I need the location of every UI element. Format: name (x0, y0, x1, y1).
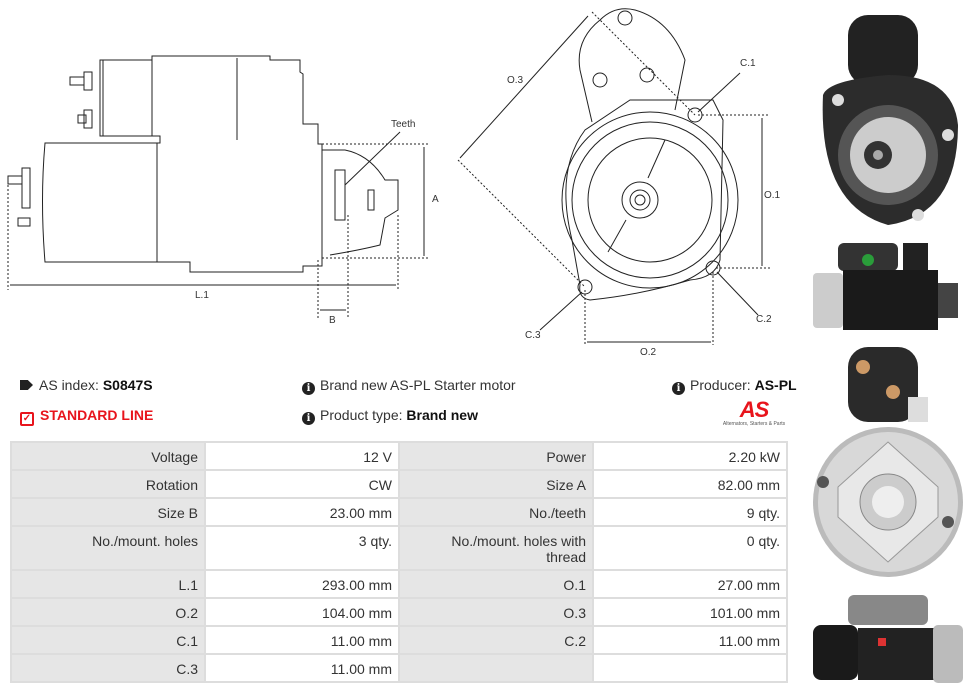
spec-label: O.3 (398, 597, 594, 627)
spec-value: 293.00 mm (204, 569, 400, 599)
info-icon: i (302, 382, 315, 395)
dimension-c3-label: C.3 (525, 330, 541, 341)
spec-value: 11.00 mm (592, 625, 788, 655)
dimension-o2-label: O.2 (640, 347, 657, 358)
product-type-value: Brand new (406, 407, 478, 423)
dimension-c1-label: C.1 (740, 58, 756, 69)
spec-value: 12 V (204, 441, 400, 471)
spec-label: No./mount. holes (10, 525, 206, 571)
spec-label: C.3 (10, 653, 206, 683)
front-view-diagram (457, 8, 770, 345)
side-view-diagram (7, 55, 428, 318)
spec-label: O.1 (398, 569, 594, 599)
dimension-o1-label: O.1 (764, 190, 781, 201)
dimension-b-label: B (329, 315, 336, 326)
producer-value: AS-PL (754, 377, 797, 393)
spec-label: O.2 (10, 597, 206, 627)
as-index-value: S0847S (102, 377, 153, 393)
spec-label: Rotation (10, 469, 206, 499)
description: i Brand new AS-PL Starter motor (302, 377, 516, 395)
producer-label: Producer: (690, 377, 751, 393)
spec-label: C.2 (398, 625, 594, 655)
checkbox-checked-icon: ✓ (20, 412, 34, 426)
spec-label: No./teeth (398, 497, 594, 527)
product-photo-side-1 (813, 243, 958, 330)
standard-line-label: STANDARD LINE (40, 407, 154, 423)
dimension-l1-label: L.1 (195, 290, 209, 301)
as-index-label: AS index: (39, 377, 99, 393)
tag-icon (20, 380, 33, 390)
spec-label: L.1 (10, 569, 206, 599)
spec-value: 9 qty. (592, 497, 788, 527)
product-type-label: Product type: (320, 407, 403, 423)
info-icon: i (302, 412, 315, 425)
teeth-label: Teeth (391, 119, 416, 130)
spec-value: 101.00 mm (592, 597, 788, 627)
spec-value: 11.00 mm (204, 625, 400, 655)
logo-tagline: Alternators, Starters & Parts (722, 421, 786, 427)
spec-value (592, 653, 788, 683)
spec-label (398, 653, 594, 683)
info-icon: i (672, 382, 685, 395)
description-text: Brand new AS-PL Starter motor (320, 377, 516, 393)
logo-mark: AS (716, 399, 792, 421)
spec-label: Power (398, 441, 594, 471)
product-photo-side-2 (813, 595, 963, 683)
product-photo-front (822, 15, 958, 225)
product-type: i Product type: Brand new (302, 407, 478, 425)
spec-value: 104.00 mm (204, 597, 400, 627)
spec-label: C.1 (10, 625, 206, 655)
dimension-o3-label: O.3 (507, 75, 524, 86)
spec-label: Voltage (10, 441, 206, 471)
spec-label: No./mount. holes with thread (398, 525, 594, 571)
spec-value: CW (204, 469, 400, 499)
dimension-c2-label: C.2 (756, 314, 772, 325)
spec-label: Size A (398, 469, 594, 499)
spec-value: 27.00 mm (592, 569, 788, 599)
producer: i Producer: AS-PL (672, 377, 797, 395)
spec-value: 82.00 mm (592, 469, 788, 499)
as-pl-logo: AS Alternators, Starters & Parts (716, 399, 792, 427)
spec-value: 3 qty. (204, 525, 400, 571)
as-index: AS index: S0847S (20, 377, 153, 393)
spec-label: Size B (10, 497, 206, 527)
spec-value: 2.20 kW (592, 441, 788, 471)
standard-line-badge: ✓ STANDARD LINE (20, 407, 153, 426)
spec-value: 0 qty. (592, 525, 788, 571)
product-photo-rear (813, 347, 963, 577)
dimension-a-label: A (432, 194, 439, 205)
spec-value: 23.00 mm (204, 497, 400, 527)
spec-value: 11.00 mm (204, 653, 400, 683)
